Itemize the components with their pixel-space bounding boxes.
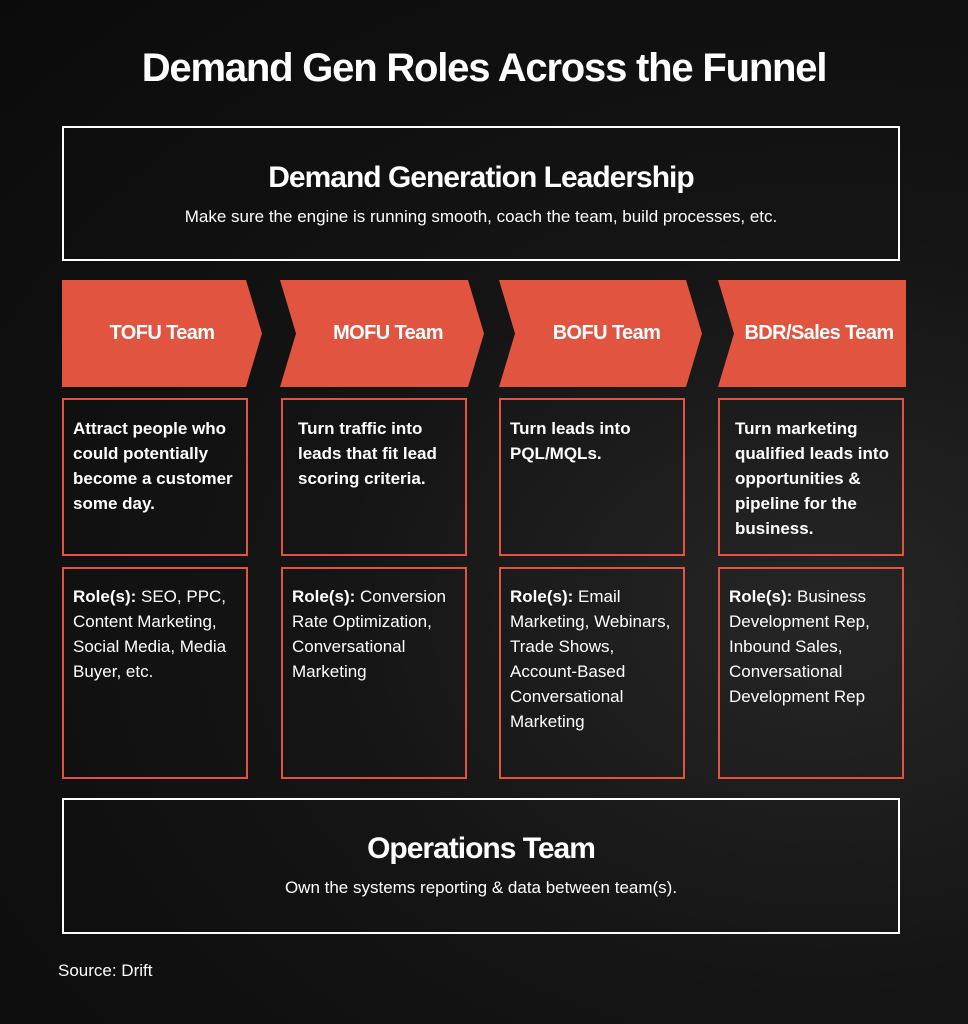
team-header-bdr-sales: BDR/Sales Team (718, 280, 906, 387)
team-roles-mofu: Role(s): Conversion Rate Optimization, C… (281, 567, 467, 779)
operations-heading: Operations Team (367, 832, 596, 865)
source-credit: Source: Drift (58, 961, 153, 980)
operations-box: Operations Team Own the systems reportin… (62, 798, 900, 934)
roles-label: Role(s): (510, 587, 574, 606)
page-title: Demand Gen Roles Across the Funnel (141, 46, 828, 90)
team-description-text: Attract people who could potentially bec… (73, 419, 233, 513)
leadership-box: Demand Generation Leadership Make sure t… (62, 126, 900, 261)
team-header-tofu: TOFU Team (62, 280, 262, 387)
team-roles-tofu: Role(s): SEO, PPC, Content Marketing, So… (62, 567, 248, 779)
team-name-tofu: TOFU Team (109, 322, 215, 344)
team-description-mofu: Turn traffic into leads that fit lead sc… (281, 398, 467, 556)
team-description-text: Turn traffic into leads that fit lead sc… (298, 419, 437, 488)
team-roles-bofu: Role(s): Email Marketing, Webinars, Trad… (499, 567, 685, 779)
team-name-bofu: BOFU Team (552, 322, 661, 344)
roles-list: Conversion Rate Optimization, Conversati… (292, 587, 446, 681)
team-description-tofu: Attract people who could potentially bec… (62, 398, 248, 556)
roles-list: Business Development Rep, Inbound Sales,… (729, 587, 870, 706)
operations-description: Own the systems reporting & data between… (284, 878, 678, 897)
leadership-heading: Demand Generation Leadership (268, 161, 694, 194)
team-description-bdr-sales: Turn marketing qualified leads into oppo… (718, 398, 904, 556)
team-name-mofu: MOFU Team (333, 322, 443, 344)
team-description-text: Turn leads into PQL/MQLs. (510, 419, 631, 463)
roles-list: SEO, PPC, Content Marketing, Social Medi… (73, 587, 227, 681)
leadership-description: Make sure the engine is running smooth, … (184, 207, 778, 226)
team-header-bofu: BOFU Team (499, 280, 702, 387)
team-description-text: Turn marketing qualified leads into oppo… (735, 419, 889, 538)
team-header-mofu: MOFU Team (280, 280, 484, 387)
team-description-bofu: Turn leads into PQL/MQLs. (499, 398, 685, 556)
roles-label: Role(s): (729, 587, 793, 606)
roles-label: Role(s): (73, 587, 137, 606)
roles-list: Email Marketing, Webinars, Trade Shows, … (510, 587, 671, 731)
roles-label: Role(s): (292, 587, 356, 606)
team-roles-bdr-sales: Role(s): Business Development Rep, Inbou… (718, 567, 904, 779)
team-name-bdr-sales: BDR/Sales Team (744, 322, 894, 344)
